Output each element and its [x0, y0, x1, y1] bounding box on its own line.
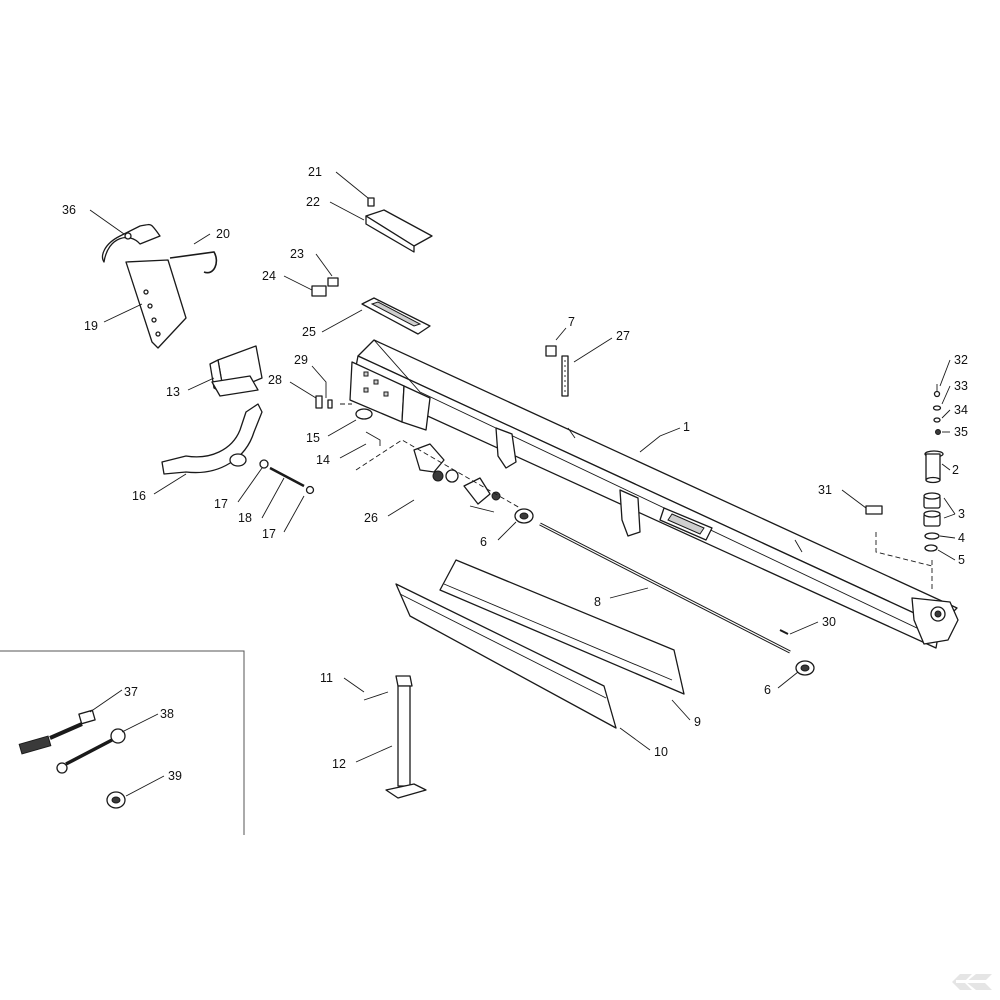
callout-34: 34 — [954, 403, 968, 417]
callout-17a: 17 — [214, 497, 228, 511]
callout-18: 18 — [238, 511, 252, 525]
callout-31: 31 — [818, 483, 832, 497]
callout-9: 9 — [694, 715, 701, 729]
part-block-23 — [327, 277, 339, 287]
leader-lines — [89, 171, 956, 797]
part-roller-end-lower — [795, 660, 815, 676]
callout-13: 13 — [166, 385, 180, 399]
part-bushing-17b — [305, 485, 315, 495]
callout-23: 23 — [290, 247, 304, 261]
callout-6a: 6 — [480, 535, 487, 549]
callout-labels: 1 2 3 4 5 6 6 7 8 9 10 11 12 13 14 15 16… — [62, 165, 968, 783]
part-support-stand — [385, 675, 427, 799]
part-spanner — [56, 728, 126, 774]
callout-5: 5 — [958, 553, 965, 567]
callout-17b: 17 — [262, 527, 276, 541]
callout-32: 32 — [954, 353, 968, 367]
part-bushings — [923, 492, 941, 527]
callout-38: 38 — [160, 707, 174, 721]
part-cover-sheet-9 — [439, 559, 685, 695]
part-rail-25 — [361, 297, 431, 335]
part-curved-drawbar — [161, 403, 263, 475]
callout-19: 19 — [84, 319, 98, 333]
assembly-line-26 — [355, 439, 521, 509]
callout-16: 16 — [132, 489, 146, 503]
callout-39: 39 — [168, 769, 182, 783]
part-pin-14 — [365, 431, 381, 446]
part-stand-pin — [363, 691, 389, 701]
callout-20: 20 — [216, 227, 230, 241]
callout-6b: 6 — [764, 683, 771, 697]
callout-21: 21 — [308, 165, 322, 179]
part-bolt-18 — [269, 466, 305, 488]
callout-15: 15 — [306, 431, 320, 445]
callout-35: 35 — [954, 425, 968, 439]
callout-26: 26 — [364, 511, 378, 525]
assembly-line-31 — [875, 532, 933, 567]
callout-22: 22 — [306, 195, 320, 209]
callout-28: 28 — [268, 373, 282, 387]
part-nut — [106, 791, 126, 809]
part-pin-30 — [779, 629, 789, 635]
callout-36: 36 — [62, 203, 76, 217]
part-channel-22 — [365, 209, 433, 253]
callout-1: 1 — [683, 420, 690, 434]
part-oring-5 — [924, 544, 938, 552]
part-gearbox-assembly — [413, 443, 501, 513]
callout-33: 33 — [954, 379, 968, 393]
tool-inset-frame — [0, 650, 245, 835]
callout-8: 8 — [594, 595, 601, 609]
part-wrench — [18, 709, 96, 755]
callout-11: 11 — [320, 671, 333, 685]
part-hook-20 — [169, 251, 218, 274]
callout-14: 14 — [316, 453, 330, 467]
part-clip-15 — [355, 408, 373, 420]
callout-10: 10 — [654, 745, 668, 759]
callout-12: 12 — [332, 757, 346, 771]
part-washers-28-29 — [315, 395, 333, 409]
callout-29: 29 — [294, 353, 308, 367]
callout-25: 25 — [302, 325, 316, 339]
part-clip-7 — [545, 345, 557, 357]
part-block-31 — [865, 505, 883, 515]
callout-4: 4 — [958, 531, 965, 545]
callout-24: 24 — [262, 269, 276, 283]
callout-30: 30 — [822, 615, 836, 629]
callout-37: 37 — [124, 685, 138, 699]
part-roller-end-upper — [514, 508, 534, 524]
part-washer-4 — [924, 532, 940, 540]
callout-3: 3 — [958, 507, 965, 521]
part-block-24 — [311, 285, 327, 297]
part-pin-21 — [367, 197, 375, 207]
part-main-beam — [349, 339, 959, 649]
part-shaft — [539, 522, 791, 654]
part-mount-bracket — [209, 345, 263, 397]
part-pivot-pin — [924, 450, 944, 484]
callout-27: 27 — [616, 329, 630, 343]
part-hose-holder — [101, 223, 187, 349]
part-chain-27 — [561, 355, 569, 397]
callout-2: 2 — [952, 463, 959, 477]
part-cover-sheet-10 — [395, 583, 617, 729]
k-logo-icon — [952, 974, 994, 990]
callout-7: 7 — [568, 315, 575, 329]
part-bushing-17a — [259, 459, 269, 469]
part-small-hardware — [932, 384, 942, 435]
part-clip-36 — [124, 232, 132, 240]
